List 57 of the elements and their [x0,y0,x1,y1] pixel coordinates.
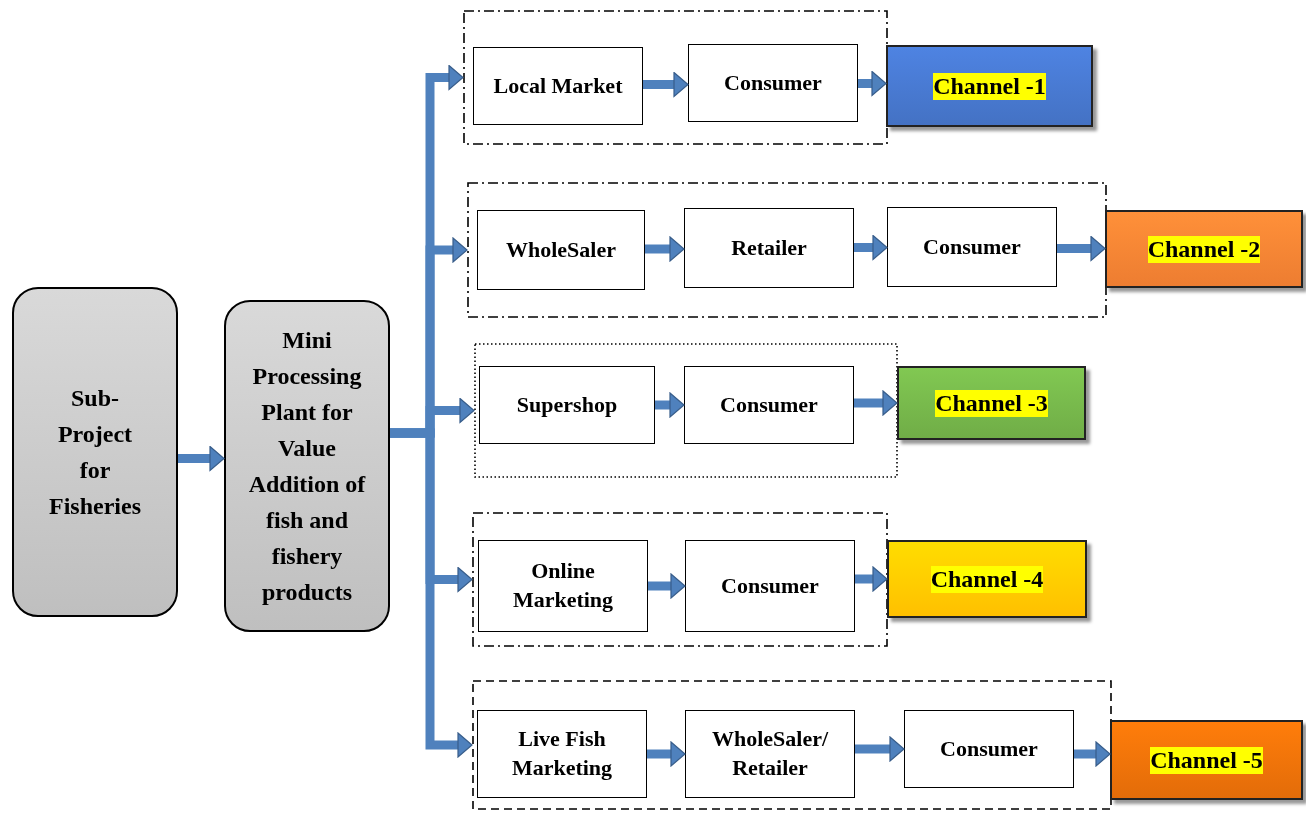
box-label: Online Marketing [511,557,615,614]
channel-box [886,45,1093,127]
channel-box [1105,210,1303,288]
group-frame [474,343,898,478]
process-box [224,300,390,632]
block-arrow [854,390,898,416]
channel-box [1110,720,1303,800]
block-arrow [647,741,686,767]
box-label: Supershop [516,390,618,419]
process-box [685,710,855,798]
process-box [904,710,1074,788]
group-frame [463,10,888,145]
block-arrow [858,70,887,97]
process-box [477,210,645,290]
channel-box [897,366,1086,440]
box-label: Consumer [940,734,1038,763]
box-label: Live Fish Marketing [510,725,614,782]
process-box [685,540,855,632]
block-arrow [1074,741,1111,767]
box-label: Consumer [720,390,818,419]
process-box [473,47,643,125]
channel-label: Channel -5 [1150,746,1263,774]
channel-label: Channel -3 [935,389,1048,417]
box-label: Retailer [731,233,807,262]
box-label: Consumer [721,571,819,600]
box-label: Consumer [724,68,822,97]
group-frame [472,512,888,647]
channel-box [887,540,1087,618]
process-box [12,287,178,617]
group-frame [467,182,1107,318]
process-box [479,366,655,444]
box-label: Consumer [923,232,1021,261]
process-box [887,207,1057,287]
block-arrow [1057,235,1106,262]
process-box [684,208,854,288]
box-label: Sub-Project for Fisheries [48,384,142,521]
channel-label: Channel -4 [930,565,1044,593]
block-arrow [645,236,685,262]
block-arrow [390,428,473,758]
block-arrow [855,736,905,762]
block-arrow [178,445,225,472]
box-label: Local Market [493,71,623,100]
process-box [684,366,854,444]
channel-label: Channel -2 [1147,235,1261,263]
process-box [477,710,647,798]
block-arrow [648,573,686,599]
block-arrow [655,392,685,418]
process-box [688,44,858,122]
box-label: Mini Processing Plant for Value Addition of fish and fishery products [247,326,367,607]
block-arrow [643,71,689,98]
box-label: WholeSaler [506,235,616,264]
block-arrow [855,566,888,592]
channel-label: Channel -1 [933,72,1046,100]
process-box [478,540,648,632]
block-arrow [854,234,888,261]
group-frame [472,680,1112,810]
box-label: WholeSaler/ Retailer [710,725,830,782]
